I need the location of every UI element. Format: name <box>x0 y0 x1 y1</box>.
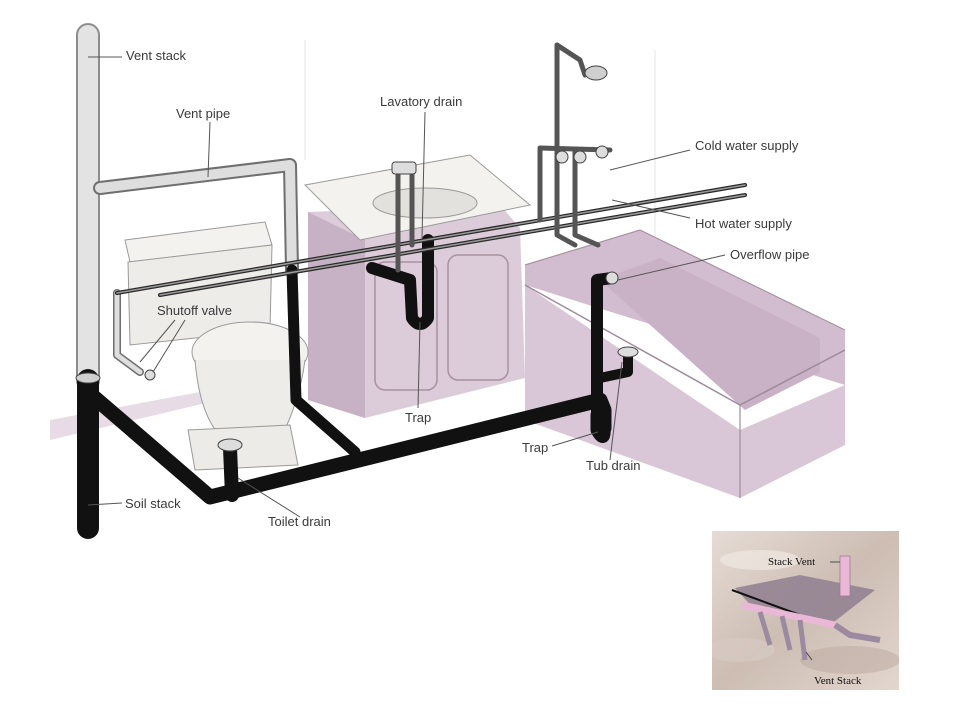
label-overflow-pipe: Overflow pipe <box>730 247 809 262</box>
label-vent-pipe: Vent pipe <box>176 106 230 121</box>
label-lavatory-drain: Lavatory drain <box>380 94 462 109</box>
label-toilet-drain: Toilet drain <box>268 514 331 529</box>
label-trap-tub: Trap <box>522 440 548 455</box>
label-hot-water-supply: Hot water supply <box>695 216 792 231</box>
drain-pipes <box>77 234 633 539</box>
fittings <box>75 65 639 452</box>
toilet <box>124 221 309 471</box>
inset-label-vent-stack: Vent Stack <box>814 675 862 687</box>
label-soil-stack: Soil stack <box>125 496 181 511</box>
inset-render: Stack Vent Vent Stack <box>712 531 899 690</box>
label-tub-drain: Tub drain <box>586 458 640 473</box>
vanity-cabinet <box>303 154 532 418</box>
label-vent-stack: Vent stack <box>126 48 186 63</box>
label-trap-sink: Trap <box>405 410 431 425</box>
label-shutoff-valve: Shutoff valve <box>157 303 232 318</box>
label-cold-water-supply: Cold water supply <box>695 138 799 153</box>
inset-label-stack-vent: Stack Vent <box>768 556 815 568</box>
leader-lines <box>87 56 726 518</box>
diagram-labels: Vent stack Vent pipe Lavatory drain Cold… <box>125 48 809 529</box>
vent-pipes <box>76 23 299 392</box>
bathtub <box>524 229 846 498</box>
